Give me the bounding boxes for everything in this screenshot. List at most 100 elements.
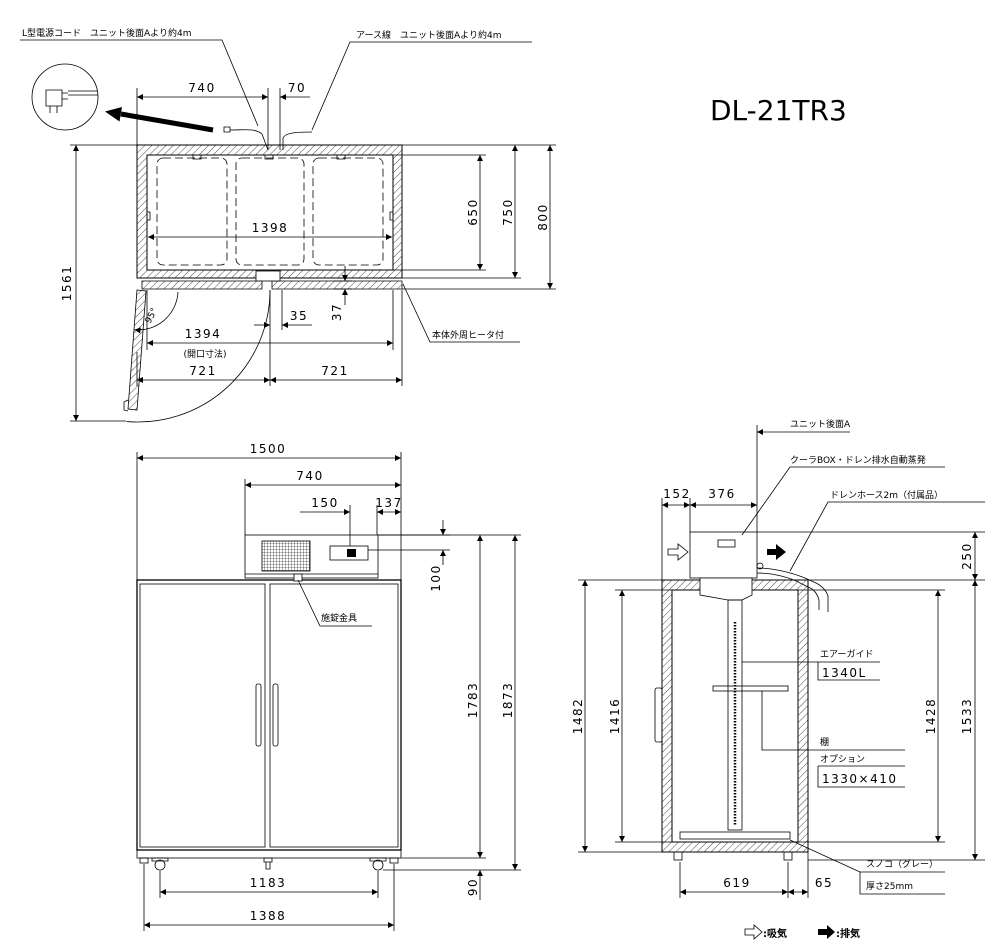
caster-right-wheel <box>372 859 384 871</box>
power-cord-leader <box>20 39 259 127</box>
foot-front <box>673 851 683 861</box>
extension-lines <box>757 531 985 581</box>
dimension-value: 1428 <box>924 698 938 735</box>
dim-caster-height: 90 <box>466 870 483 900</box>
dim-100: 100 <box>368 520 450 592</box>
door-strip <box>141 280 403 290</box>
cooling-unit-front <box>244 534 379 579</box>
dimension-value: 1388 <box>250 909 287 923</box>
slatted-floor <box>679 831 791 840</box>
earth-wire <box>282 131 313 150</box>
shelf-callout: 棚 オプション 1330×410 <box>761 691 905 788</box>
solid-arrow-icon <box>767 544 786 560</box>
dim-outer-depth: 750 <box>402 144 556 279</box>
heater-note: 本体外周ヒータ付 <box>432 329 504 341</box>
caster-right-mount <box>369 857 387 862</box>
drain-outlet <box>756 562 764 570</box>
drain-hose <box>756 562 829 612</box>
drain-hose-leader <box>789 501 985 572</box>
right-door <box>269 583 399 848</box>
extension-lines <box>393 154 486 271</box>
extension-lines <box>70 144 137 422</box>
earth-wire-label: アース線 ユニット後面Aより約4m <box>356 29 501 41</box>
power-cord-callout: L型電源コード ユニット後面Aより約4m <box>20 27 269 151</box>
dimension-value: 65 <box>815 876 833 890</box>
shelf-option-label: オプション <box>820 754 865 765</box>
dim-door-widths: 721 721 <box>136 290 403 386</box>
dimension-value: 90 <box>466 878 480 896</box>
dimension-value: 100 <box>429 564 443 591</box>
dim-outer-height: 1482 <box>571 579 672 853</box>
left-door-handle <box>255 683 262 747</box>
basket-center <box>235 157 305 266</box>
unit-grille <box>261 540 311 572</box>
drain-hose-label: ドレンホース2m（付属品） <box>830 490 943 501</box>
dim-250: 250 <box>757 531 985 581</box>
cooler-box <box>689 531 758 579</box>
caster-left-wheel <box>154 859 166 871</box>
extension-lines <box>378 534 521 859</box>
unit-connector <box>699 577 753 601</box>
solid-arrow-icon <box>818 925 835 939</box>
dim-unit-offset: 70 <box>279 81 310 150</box>
cord-direction-arrow-icon <box>105 107 214 133</box>
hollow-arrow-icon <box>667 543 689 561</box>
side-view: ユニット後面A クーラBOX・ドレン排水自動蒸発 ドレンホース2m（付属品） 1… <box>571 418 985 898</box>
cooler-box-callout: クーラBOX・ドレン排水自動蒸発 <box>741 454 945 536</box>
heater-leader <box>402 283 520 343</box>
dimension-value: 1416 <box>608 698 622 735</box>
cooler-box-leader <box>741 466 945 536</box>
dimension-value: 1394 <box>185 327 222 341</box>
power-cord <box>223 126 269 151</box>
extension-lines <box>143 864 395 931</box>
dim-caster-span: 1183 <box>159 871 379 898</box>
cabinet-plan <box>136 144 403 290</box>
casters <box>139 857 399 871</box>
swing-arc <box>126 289 271 423</box>
dimension-value: 1398 <box>252 221 289 235</box>
control-box <box>329 545 369 561</box>
drain-hose-line <box>756 567 829 612</box>
dim-total-depth: 800 <box>402 145 556 290</box>
intake-arrow <box>667 543 689 561</box>
foot-rear <box>783 851 793 861</box>
right-door-handle <box>272 683 279 747</box>
dimension-value: 750 <box>501 198 515 225</box>
shelf-leader <box>761 691 905 788</box>
extension-lines <box>661 498 691 580</box>
dim-35: 35 <box>254 290 312 330</box>
intake-label: :吸気 <box>763 927 787 940</box>
arrow-shaft <box>120 111 214 133</box>
shelf-label: 棚 <box>820 736 829 748</box>
extension-lines <box>578 579 672 853</box>
center-hinge <box>255 270 281 282</box>
control-indicator <box>347 549 356 557</box>
dimension-value: 70 <box>288 81 306 95</box>
dim-width: 1500 <box>136 442 402 580</box>
shelf <box>712 685 789 692</box>
front-view: 1500 740 150 137 100 施錠金具 <box>136 442 521 931</box>
foot-right <box>389 857 399 864</box>
dimension-value: 35 <box>290 309 308 323</box>
extension-lines <box>136 452 402 580</box>
dimension-value: 152 <box>663 487 690 501</box>
cooler-box-label-plate <box>717 539 736 548</box>
dim-137: 137 <box>375 496 401 535</box>
slat-callout: スノコ（グレー） 厚さ25mm <box>789 839 945 895</box>
plug-icon <box>45 89 98 113</box>
cabinet-base <box>136 849 402 859</box>
dimension-value: 740 <box>188 81 215 95</box>
cooler-box-label: クーラBOX・ドレン排水自動蒸発 <box>790 454 926 466</box>
arrow-head <box>105 107 122 122</box>
plug-callout <box>31 63 99 131</box>
cooling-unit-side <box>689 531 758 601</box>
lock-fitting <box>293 573 303 582</box>
drain-hose-callout: ドレンホース2m（付属品） <box>789 490 985 572</box>
dim-unit-width-top: 740 <box>136 81 269 150</box>
lock-callout: 施錠金具 <box>297 579 372 627</box>
dimension-value: 250 <box>960 542 974 569</box>
earth-wire-leader <box>311 41 532 131</box>
cabinet-walls <box>136 144 403 279</box>
dim-inner-depth: 650 <box>393 154 486 271</box>
